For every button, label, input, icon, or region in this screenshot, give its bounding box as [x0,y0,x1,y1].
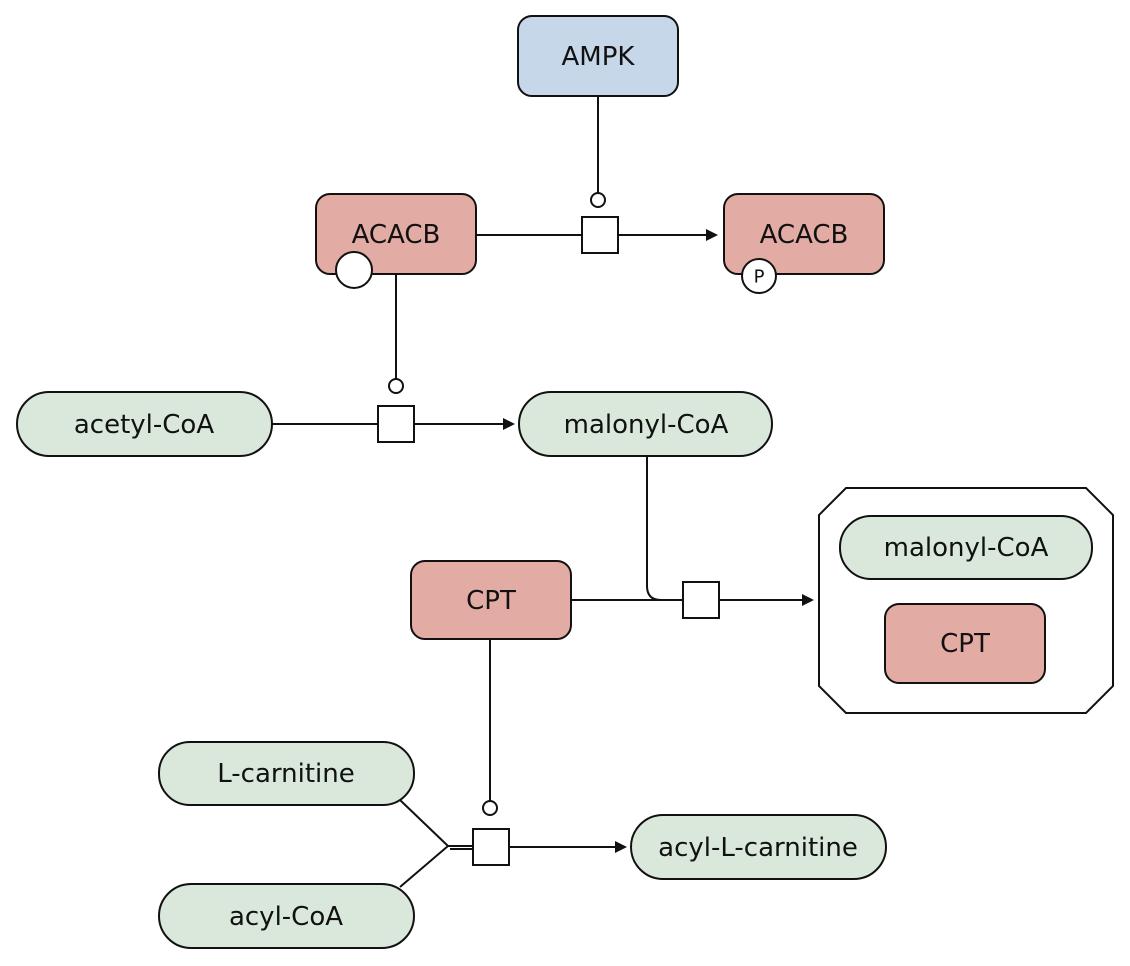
complex-member-malonyl-coa[interactable]: malonyl-CoA [839,515,1093,580]
acetyl-coa-shape [16,391,273,457]
acetyl-coa-label: acetyl-CoA [74,410,214,440]
complex-malonyl-coa-label: malonyl-CoA [884,533,1049,563]
edge-acacb-catalysis [388,272,404,394]
node-l-carnitine[interactable]: L-carnitine [158,741,415,806]
edge-malonyl-coa-to-process3 [646,457,683,601]
phospho-state-variable [741,258,777,294]
process-node-complex-formation [682,581,720,619]
node-complex[interactable]: malonyl-CoA CPT [818,487,1114,714]
complex-member-cpt[interactable]: CPT [884,603,1046,684]
process-node-phosphorylation [581,216,619,254]
cpt-shape [410,560,572,640]
cpt-label: CPT [466,586,516,616]
malonyl-coa-label: malonyl-CoA [564,410,729,440]
complex-cpt-shape [884,603,1046,684]
process-node-carboxylation [377,405,415,443]
node-ampk[interactable]: AMPK [517,15,679,97]
edge-cpt-catalysis [482,640,498,816]
edge-substrates-to-process4 [399,799,473,888]
acacb-state-variable [335,251,373,289]
acacb-label: ACACB [352,220,441,250]
ampk-label: AMPK [562,42,636,72]
node-acacb-phosphorylated[interactable]: ACACB P [723,193,885,294]
l-carnitine-label: L-carnitine [217,759,354,789]
complex-malonyl-coa-shape [839,515,1093,580]
acacb-p-label: ACACB [760,220,849,250]
node-cpt[interactable]: CPT [410,560,572,640]
phospho-state-label: P [754,267,765,288]
malonyl-coa-shape [518,391,773,457]
process-node-carnitine-transfer [472,828,510,866]
acyl-l-carnitine-shape [630,814,887,880]
edge-ampk-catalysis [590,96,606,208]
acyl-coa-label: acyl-CoA [229,902,343,932]
ampk-shape [517,15,679,97]
node-acyl-l-carnitine[interactable]: acyl-L-carnitine [630,814,887,880]
acyl-l-carnitine-label: acyl-L-carnitine [658,833,858,863]
acacb-p-shape [723,193,885,275]
node-acyl-coa[interactable]: acyl-CoA [158,883,415,949]
complex-cpt-label: CPT [940,629,990,659]
node-acacb[interactable]: ACACB [315,193,477,289]
acyl-coa-shape [158,883,415,949]
node-acetyl-coa[interactable]: acetyl-CoA [16,391,273,457]
l-carnitine-shape [158,741,415,806]
node-malonyl-coa[interactable]: malonyl-CoA [518,391,773,457]
